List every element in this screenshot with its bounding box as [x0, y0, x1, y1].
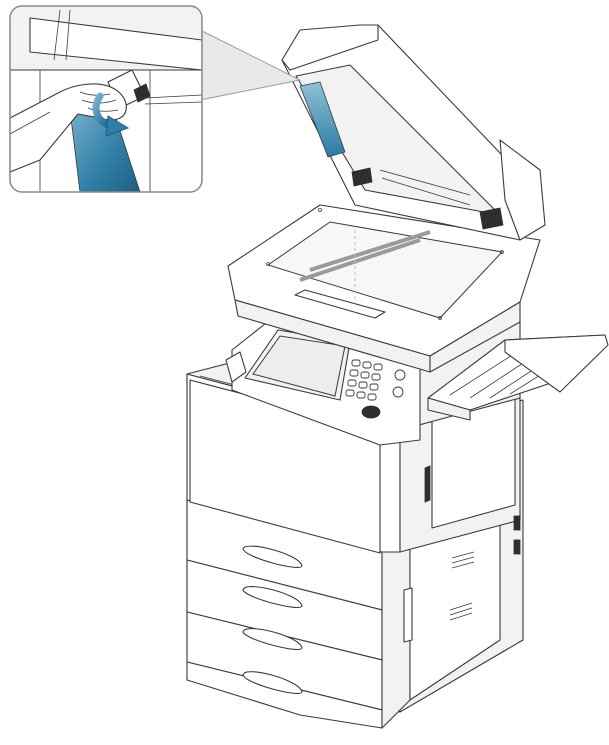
curved-arrow-icon: [92, 92, 130, 137]
start-button[interactable]: [361, 405, 381, 419]
scanner-glass: [266, 221, 503, 319]
printer-icon: [186, 24, 609, 729]
output-tray[interactable]: [427, 334, 609, 421]
tray-handle-2[interactable]: [242, 586, 303, 608]
keypad[interactable]: [345, 359, 406, 401]
detail-inset: [9, 5, 203, 193]
scanner-unit: [227, 204, 541, 373]
tray-handle-1[interactable]: [242, 545, 303, 568]
document-feeder-lid[interactable]: [281, 24, 546, 241]
tray-handle-4[interactable]: [242, 671, 303, 694]
tray-handle-3[interactable]: [242, 628, 303, 650]
